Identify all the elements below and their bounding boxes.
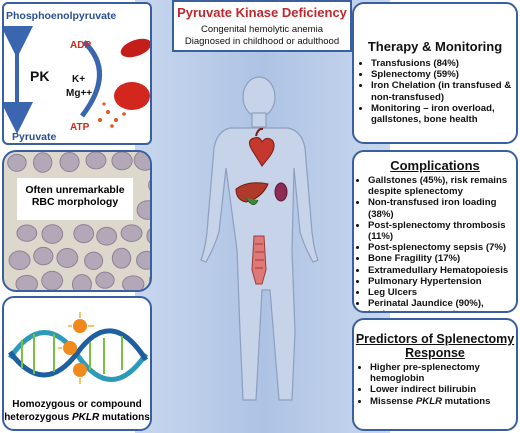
predictor-item: Lower indirect bilirubin [370,384,516,395]
dna-label-prefix: heterozygous [4,412,72,423]
subtitle-line-2: Diagnosed in childhood or adulthood [184,36,340,47]
red-blood-cell [56,247,79,268]
red-blood-cell [148,275,150,285]
mutation-burst-icon [63,319,87,377]
pk-reaction-diagram [4,26,150,134]
liver-spleen-icon [235,182,288,205]
rbc-fragments-icon [98,102,126,128]
cofactor-k-label: K+ [72,74,86,85]
complication-item: Extramedullary Hematopoiesis [368,265,516,276]
therapy-item: Splenectomy (59%) [371,69,512,80]
complication-item: Leg Ulcers [368,287,516,298]
red-blood-cell [95,271,115,289]
complication-item: Post-splenectomy thrombosis (11%) [368,220,516,242]
red-blood-cell [96,226,118,246]
red-blood-cell [146,228,150,244]
predictor-item3-suffix: mutations [442,395,491,407]
heart-icon [248,127,275,167]
complication-item: Non-transfused iron loading (38%) [368,197,516,219]
dna-label-line-2: heterozygous PKLR mutations [4,412,150,423]
red-blood-cell [7,153,27,172]
red-blood-cell [136,250,150,270]
rbc-smear-image [7,152,150,290]
cofactor-mg-label: Mg++ [66,88,93,99]
complication-item: Bone Fragility (17%) [368,253,516,264]
red-blood-cell [136,200,150,220]
predictor-item: Higher pre-splenectomy hemoglobin [370,362,516,384]
predictors-heading-line-1: Predictors of Splenectomy [355,332,515,346]
product-label: Pyruvate [12,131,57,143]
complication-item: Post-splenectomy sepsis (7%) [368,242,516,253]
red-blood-cell [72,274,92,290]
rbc-label-line-1: Often unremarkable [25,184,125,196]
red-blood-cell [84,251,104,271]
subtitle-line-1: Congenital hemolytic anemia [201,24,323,35]
dna-helix-image [7,312,149,384]
red-blood-cell [41,270,64,290]
therapy-list: Transfusions (84%) Splenectomy (59%) Iro… [358,58,512,125]
rbc-label-line-2: RBC morphology [31,196,119,208]
red-blood-cell [8,250,31,271]
therapy-item: Iron Chelation (in transfused & non-tran… [371,80,512,102]
red-blood-cell [33,152,53,173]
enzyme-label: PK [30,68,50,84]
rbc-smear-panel: Often unremarkable RBC morphology [2,150,152,292]
red-blood-cell [111,152,133,171]
complication-item: Pulmonary Hypertension [368,276,516,287]
complication-item: Perinatal Jaundice (90%), hydrops, prema… [368,298,516,311]
red-blood-cell [73,224,95,244]
predictor-gene-name: PKLR [415,395,442,407]
dna-mutation-panel: Homozygous or compound heterozygous PKLR… [2,296,152,431]
red-blood-cell [16,224,38,242]
red-blood-cell [148,179,150,191]
title-box: Pyruvate Kinase Deficiency Congenital he… [172,0,352,52]
therapy-heading: Therapy & Monitoring [367,39,503,54]
bone-marrow-icon [251,235,267,285]
red-blood-cell [15,274,39,290]
predictors-panel: Predictors of Splenectomy Response Highe… [352,318,518,431]
red-blood-cell [59,152,80,173]
red-blood-cell [133,152,150,171]
red-blood-cell [111,247,132,269]
predictors-heading-line-2: Response [405,346,465,360]
dna-label-line-1: Homozygous or compound [12,399,142,410]
rbc-label-box: Often unremarkable RBC morphology [17,178,133,220]
predictor-item3-prefix: Missense [370,395,416,407]
complications-heading: Complications [390,158,480,173]
atp-label: ATP [70,122,90,133]
complications-list: Gallstones (45%), risk remains despite s… [357,175,516,311]
complication-item: Gallstones (45%), risk remains despite s… [368,175,516,197]
adp-label: ADP [70,40,92,51]
dna-label-suffix: mutations [99,412,150,423]
pk-reaction-panel: Phosphoenolpyruvate PK ADP K+ Mg++ ATP P… [2,2,152,145]
complications-panel: Complications Gallstones (45%), risk rem… [352,150,518,313]
substrate-label: Phosphoenolpyruvate [6,10,117,22]
red-blood-cell [33,246,54,266]
red-blood-cell [41,224,64,244]
red-blood-cell [85,152,107,170]
red-blood-cell [122,275,145,290]
page-title: Pyruvate Kinase Deficiency [177,5,347,20]
therapy-item: Transfusions (84%) [371,58,512,69]
predictors-list: Higher pre-splenectomy hemoglobin Lower … [357,362,516,407]
therapy-monitoring-panel: Therapy & Monitoring Transfusions (84%) … [352,2,518,144]
therapy-item: Monitoring – iron overload, gallstones, … [371,103,512,125]
dna-gene-name: PKLR [72,412,100,423]
red-blood-cell [120,224,143,242]
predictor-item: Missense PKLR mutations [370,396,516,407]
